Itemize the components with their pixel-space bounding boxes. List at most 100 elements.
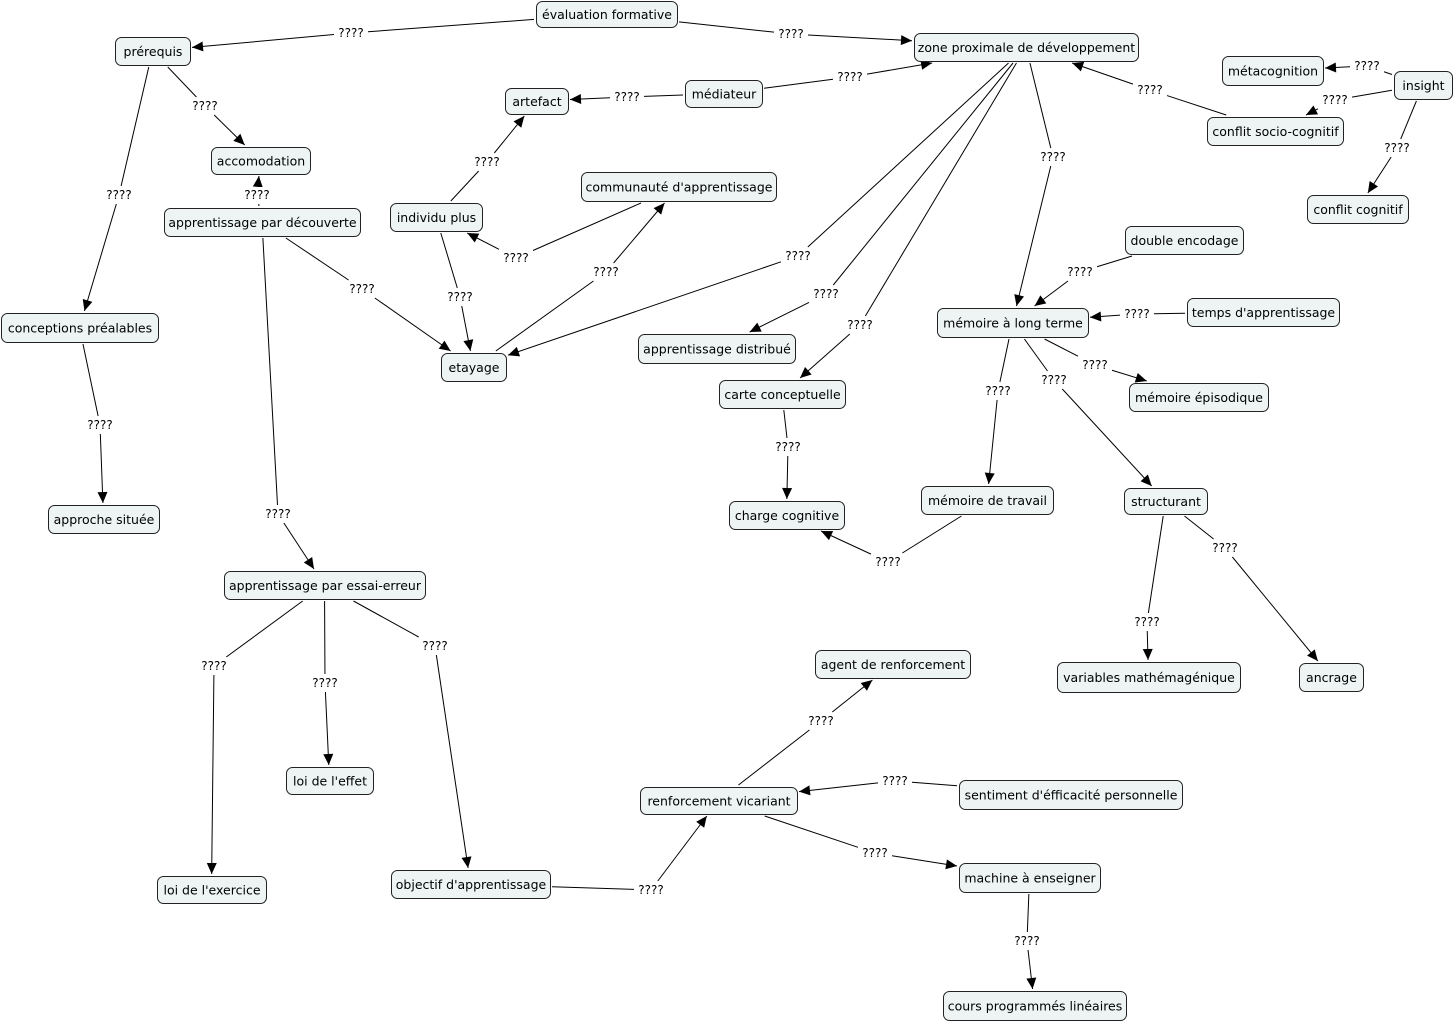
concept-label: agent de renforcement [821,657,965,672]
linking-phrase[interactable]: ???? [589,264,623,280]
concept-machine[interactable]: machine à enseigner [959,863,1101,893]
concept-communaute[interactable]: communauté d'apprentissage [581,172,777,202]
concept-situee[interactable]: approche située [48,505,160,534]
linking-phrase[interactable]: ???? [1010,933,1044,949]
concept-effet[interactable]: loi de l'effet [286,767,374,795]
concept-variables[interactable]: variables mathémagénique [1057,662,1241,693]
arrowhead-icon [984,472,995,484]
linking-phrase[interactable]: ???? [981,383,1015,399]
linking-phrase[interactable]: ???? [1208,540,1242,556]
connector-machine-l39 [1026,893,1030,933]
concept-charge[interactable]: charge cognitive [729,501,845,530]
linking-phrase[interactable]: ???? [1036,149,1070,165]
linking-phrase-text: ???? [882,774,907,788]
concept-decouverte[interactable]: apprentissage par découverte [164,208,361,237]
linking-phrase[interactable]: ???? [345,281,379,297]
concept-mlt[interactable]: mémoire à long terme [937,308,1089,338]
linking-phrase-background [308,675,342,691]
linking-phrase[interactable]: ???? [83,417,117,433]
linking-phrase[interactable]: ???? [334,25,368,41]
linking-phrase[interactable]: ???? [843,317,877,333]
linking-phrase[interactable]: ???? [634,882,668,898]
concept-sentiment[interactable]: sentiment d'éfficacité personnelle [959,780,1183,810]
concept-distribue[interactable]: apprentissage distribué [638,334,796,364]
linking-phrase[interactable]: ???? [878,773,912,789]
linking-phrase[interactable]: ???? [1318,92,1352,108]
linking-phrase[interactable]: ???? [499,250,533,266]
linking-phrase[interactable]: ???? [470,154,504,170]
connector-individu-l19 [440,232,458,289]
concept-mediateur[interactable]: médiateur [685,80,763,108]
concept-cours[interactable]: cours programmés linéaires [943,991,1127,1021]
concept-conceptions[interactable]: conceptions préalables [1,313,159,343]
connector-l18-etayage [374,297,451,352]
concept-insight[interactable]: insight [1394,71,1453,100]
concept-ancrage[interactable]: ancrage [1299,663,1364,692]
concept-box [685,80,763,108]
connector-zpd-l13 [1029,62,1052,149]
concept-etayage[interactable]: etayage [441,353,507,382]
concept-agent[interactable]: agent de renforcement [815,650,971,679]
concept-metacog[interactable]: métacognition [1222,56,1324,86]
linking-phrase[interactable]: ???? [443,289,477,305]
linking-phrase[interactable]: ???? [1120,306,1154,322]
linking-phrase-background [774,26,808,42]
arrowhead-icon [782,487,793,499]
linking-phrase[interactable]: ???? [1130,614,1164,630]
linking-phrase-text: ???? [875,555,900,569]
linking-phrase[interactable]: ???? [1350,58,1384,74]
concept-vicariant[interactable]: renforcement vicariant [640,787,798,815]
linking-phrase[interactable]: ???? [833,69,867,85]
linking-phrase[interactable]: ???? [1078,357,1112,373]
concept-zpd[interactable]: zone proximale de développement [914,33,1139,62]
concept-prereq[interactable]: prérequis [115,37,191,66]
linking-phrase[interactable]: ???? [804,713,838,729]
linking-phrase-text: ???? [1014,934,1039,948]
linking-phrase-background [345,281,379,297]
concept-exercice[interactable]: loi de l'exercice [157,876,267,904]
concept-episodique[interactable]: mémoire épisodique [1129,383,1269,412]
concept-essai[interactable]: apprentissage par essai-erreur [224,571,426,600]
linking-phrase[interactable]: ???? [188,98,222,114]
concept-structurant[interactable]: structurant [1124,488,1208,515]
linking-phrase[interactable]: ???? [774,26,808,42]
concept-box [157,876,267,904]
linking-phrase[interactable]: ???? [1380,140,1414,156]
linking-phrase[interactable]: ???? [418,638,452,654]
concept-conflitc[interactable]: conflit cognitif [1307,195,1409,224]
linking-phrase[interactable]: ???? [858,845,892,861]
linking-phrase[interactable]: ???? [771,439,805,455]
linking-phrase-text: ???? [1384,141,1409,155]
linking-phrase[interactable]: ???? [261,506,295,522]
concept-conflitsc[interactable]: conflit socio-cognitif [1207,117,1344,146]
linking-phrase-text: ???? [862,846,887,860]
concept-temps[interactable]: temps d'apprentissage [1187,298,1340,327]
linking-phrase[interactable]: ???? [1037,372,1071,388]
linking-phrase[interactable]: ???? [610,89,644,105]
linking-phrase[interactable]: ???? [308,675,342,691]
concept-objectif[interactable]: objectif d'apprentissage [391,870,551,899]
concept-double[interactable]: double encodage [1125,226,1244,255]
concept-carte[interactable]: carte conceptuelle [719,380,846,409]
concept-travail[interactable]: mémoire de travail [921,486,1054,515]
concept-accom[interactable]: accomodation [211,147,311,175]
connector-l13-mlt [1016,165,1052,307]
linking-phrase-text: ???? [985,384,1010,398]
connector-communaute-l14 [532,202,642,251]
linking-phrase-text: ???? [1040,150,1065,164]
connector-l32-objectif [435,654,469,869]
concept-individu[interactable]: individu plus [390,203,483,232]
linking-phrase[interactable]: ???? [1133,82,1167,98]
arrowhead-icon [1305,105,1319,115]
linking-phrase[interactable]: ???? [197,658,231,674]
linking-phrase[interactable]: ???? [1063,264,1097,280]
linking-phrase[interactable]: ???? [781,248,815,264]
linking-phrase[interactable]: ???? [240,187,274,203]
linking-phrase-background [809,286,843,302]
concept-artefact[interactable]: artefact [505,88,569,115]
linking-phrase[interactable]: ???? [871,554,905,570]
linking-phrase[interactable]: ???? [102,187,136,203]
concept-eval[interactable]: évaluation formative [536,1,678,28]
linking-phrase[interactable]: ???? [809,286,843,302]
